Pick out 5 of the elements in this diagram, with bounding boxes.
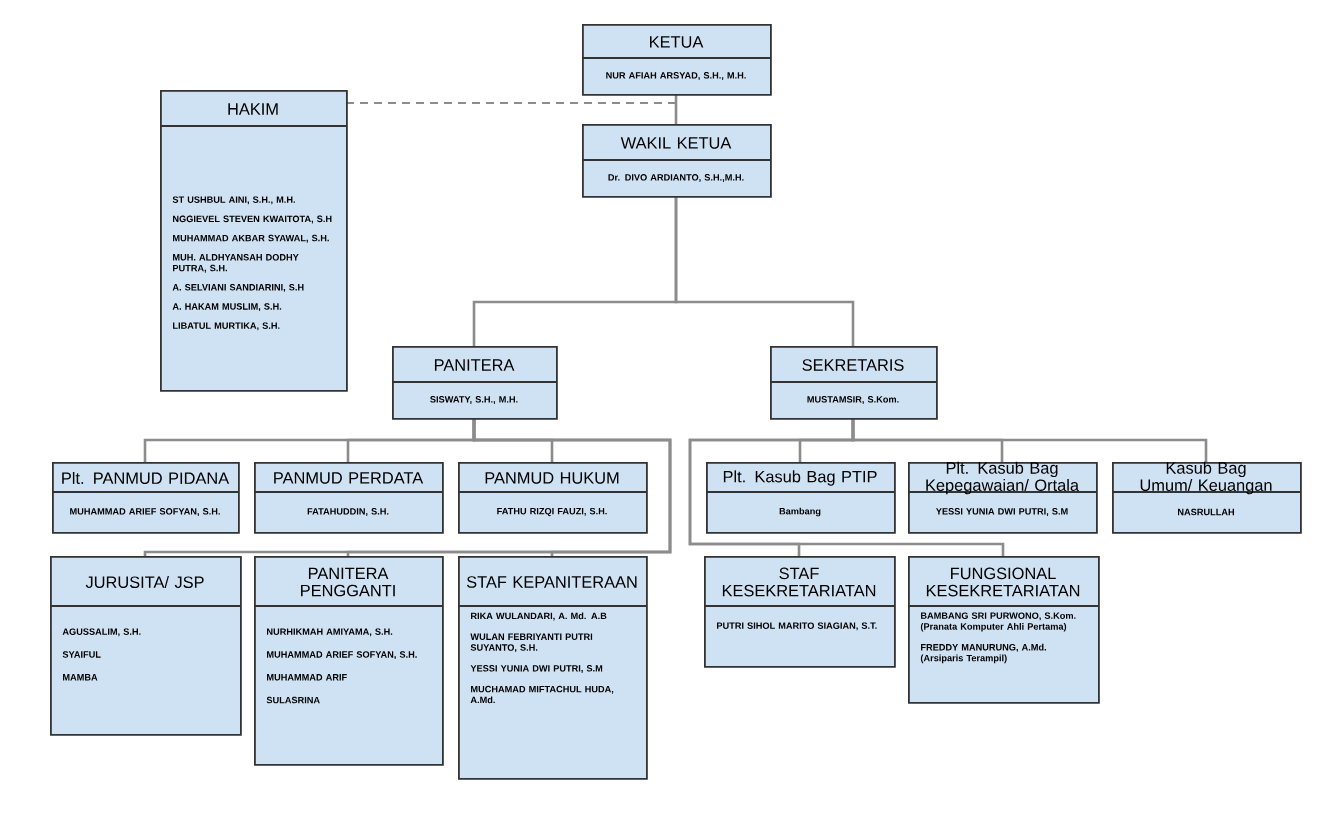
connector-line (674, 94, 678, 124)
connector-line (472, 418, 672, 557)
connector-line (674, 196, 855, 346)
connector-line (688, 418, 1005, 556)
connector-line (345, 93, 677, 104)
